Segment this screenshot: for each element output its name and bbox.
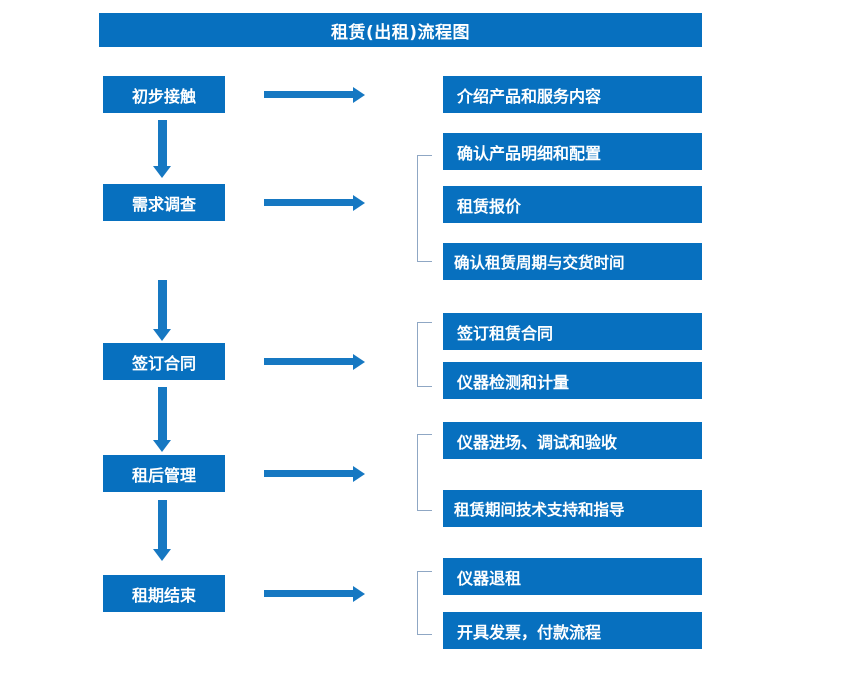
detail-box-8[interactable]: 租赁期间技术支持和指导 <box>443 490 702 527</box>
down-arrow-icon-1 <box>153 120 171 178</box>
group-bracket-contract <box>417 322 432 387</box>
stage-box-4[interactable]: 租后管理 <box>103 455 225 492</box>
right-arrow-icon-1 <box>264 86 365 103</box>
right-arrow-icon-3 <box>264 353 365 370</box>
right-arrow-icon-5 <box>264 585 365 602</box>
detail-box-7[interactable]: 仪器进场、调试和验收 <box>443 422 702 459</box>
down-arrow-icon-2 <box>153 280 171 341</box>
right-arrow-icon-2 <box>264 194 365 211</box>
detail-box-1[interactable]: 介绍产品和服务内容 <box>443 76 702 113</box>
detail-box-2[interactable]: 确认产品明细和配置 <box>443 133 702 170</box>
down-arrow-icon-4 <box>153 500 171 561</box>
page-title: 租赁(出租)流程图 <box>99 13 702 47</box>
down-arrow-icon-3 <box>153 387 171 452</box>
right-arrow-icon-4 <box>264 465 365 482</box>
group-bracket-management <box>417 434 432 511</box>
detail-box-10[interactable]: 开具发票，付款流程 <box>443 612 702 649</box>
stage-box-5[interactable]: 租期结束 <box>103 575 225 612</box>
group-bracket-end <box>417 571 432 635</box>
group-bracket-demand <box>417 155 432 262</box>
detail-box-5[interactable]: 签订租赁合同 <box>443 313 702 350</box>
stage-box-3[interactable]: 签订合同 <box>103 343 225 380</box>
detail-box-3[interactable]: 租赁报价 <box>443 186 702 223</box>
detail-box-6[interactable]: 仪器检测和计量 <box>443 362 702 399</box>
detail-box-9[interactable]: 仪器退租 <box>443 558 702 595</box>
stage-box-1[interactable]: 初步接触 <box>103 76 225 113</box>
detail-box-4[interactable]: 确认租赁周期与交货时间 <box>443 243 702 280</box>
stage-box-2[interactable]: 需求调查 <box>103 184 225 221</box>
